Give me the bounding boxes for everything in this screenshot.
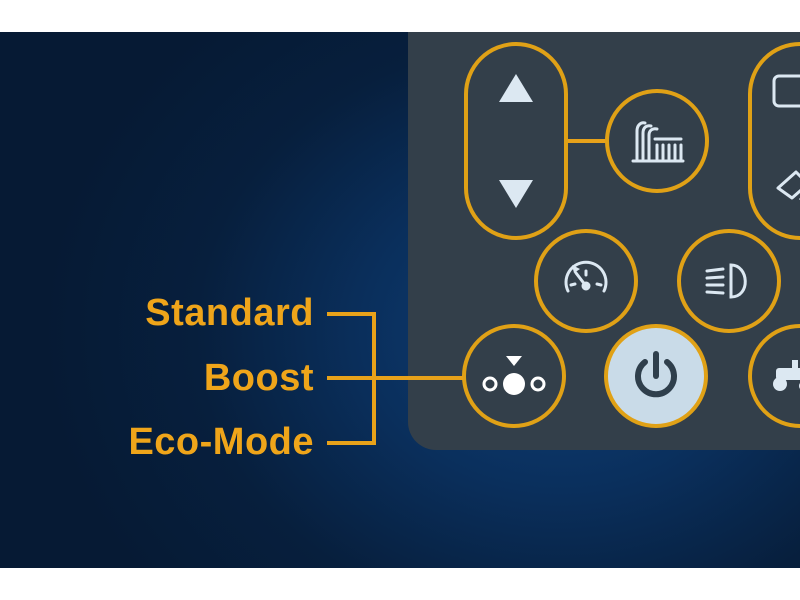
cutting-height-icon bbox=[629, 117, 685, 165]
label-boost: Boost bbox=[203, 357, 314, 399]
triangle-down-icon[interactable] bbox=[499, 180, 533, 208]
headlight-icon bbox=[703, 261, 755, 301]
leader-standard bbox=[327, 312, 375, 316]
power-icon bbox=[628, 348, 684, 404]
mower-icon bbox=[766, 358, 800, 394]
tilt-arrow-icon bbox=[772, 168, 800, 208]
right-rocker-button[interactable] bbox=[748, 42, 800, 240]
leader-boost bbox=[327, 376, 463, 380]
cruise-control-button[interactable] bbox=[534, 229, 638, 333]
control-panel bbox=[408, 32, 800, 450]
mode-selector-icon bbox=[476, 354, 552, 398]
square-icon bbox=[772, 74, 800, 110]
height-adjust-rocker[interactable] bbox=[464, 42, 568, 240]
triangle-up-icon[interactable] bbox=[499, 74, 533, 102]
mode-selector-button[interactable] bbox=[462, 324, 566, 428]
connector-line bbox=[568, 139, 606, 143]
mower-button[interactable] bbox=[748, 324, 800, 428]
power-button[interactable] bbox=[604, 324, 708, 428]
leader-eco bbox=[327, 441, 375, 445]
leader-vertical bbox=[372, 312, 376, 445]
scene: Standard Boost Eco-Mode bbox=[0, 32, 800, 568]
headlight-button[interactable] bbox=[677, 229, 781, 333]
label-standard: Standard bbox=[145, 292, 314, 334]
cruise-control-icon bbox=[560, 255, 612, 307]
cutting-height-button[interactable] bbox=[605, 89, 709, 193]
label-eco-mode: Eco-Mode bbox=[128, 421, 314, 463]
